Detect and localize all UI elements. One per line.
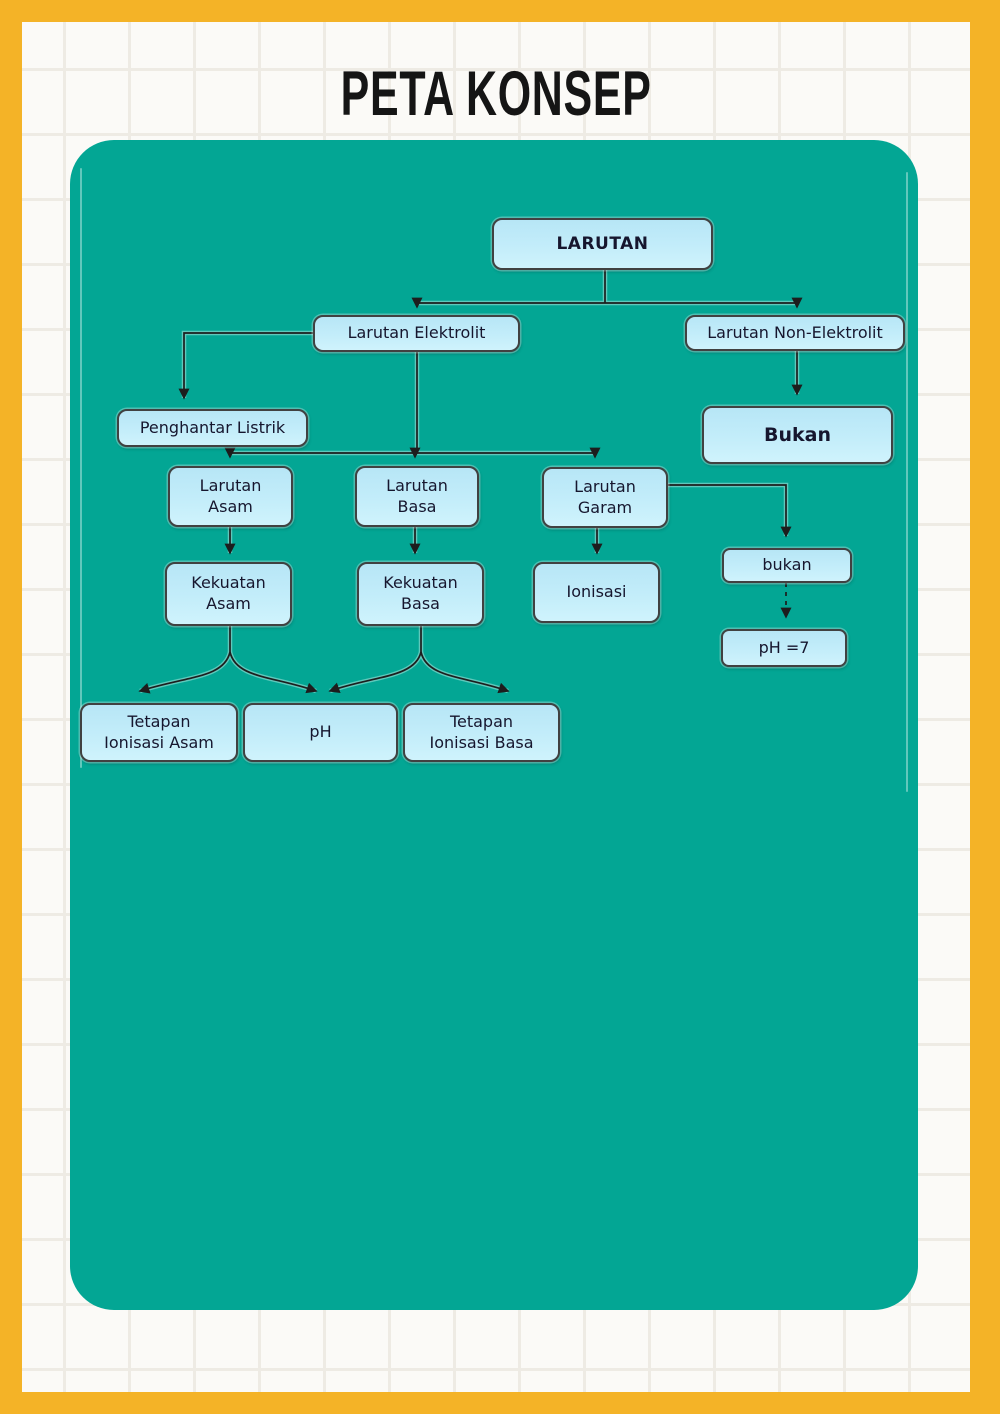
grid-paper: PETA KONSEP bbox=[22, 22, 970, 1392]
page-title: PETA KONSEP bbox=[340, 59, 652, 130]
node-bukan-non-elektrolit: Bukan bbox=[702, 406, 893, 464]
node-ionisasi: Ionisasi bbox=[533, 562, 660, 623]
node-larutan-non-elektrolit: Larutan Non-Elektrolit bbox=[685, 315, 905, 351]
panel-right-highlight-line bbox=[906, 172, 908, 792]
node-tetapan-ionisasi-asam: Tetapan Ionisasi Asam bbox=[80, 703, 238, 762]
node-larutan-basa: Larutan Basa bbox=[355, 466, 479, 527]
node-bukan-garam: bukan bbox=[722, 548, 852, 583]
node-ph-7: pH =7 bbox=[721, 629, 847, 667]
concept-map-panel: LARUTAN Larutan Elektrolit Larutan Non-E… bbox=[70, 140, 918, 1310]
panel-left-highlight-line bbox=[80, 168, 82, 768]
node-kekuatan-asam: Kekuatan Asam bbox=[165, 562, 292, 626]
node-ph: pH bbox=[243, 703, 398, 762]
node-larutan-asam: Larutan Asam bbox=[168, 466, 293, 527]
node-penghantar-listrik: Penghantar Listrik bbox=[117, 409, 308, 447]
node-larutan-garam: Larutan Garam bbox=[542, 467, 668, 528]
node-kekuatan-basa: Kekuatan Basa bbox=[357, 562, 484, 626]
node-tetapan-ionisasi-basa: Tetapan Ionisasi Basa bbox=[403, 703, 560, 762]
node-larutan: LARUTAN bbox=[492, 218, 713, 270]
node-larutan-elektrolit: Larutan Elektrolit bbox=[313, 315, 520, 352]
page-title-row: PETA KONSEP bbox=[22, 58, 970, 129]
